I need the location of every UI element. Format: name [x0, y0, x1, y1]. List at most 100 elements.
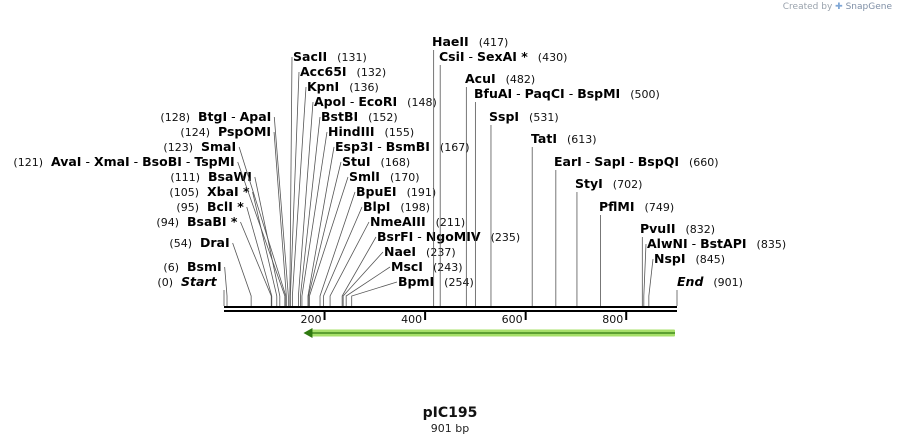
- site-stui: StuI (168): [308, 154, 410, 306]
- site-position: (123): [163, 141, 193, 154]
- site-acui: AcuI (482): [465, 71, 535, 306]
- site-position: (170): [390, 171, 420, 184]
- site-bstbi: BstBI(152): [300, 109, 398, 306]
- site-position: (832): [686, 223, 716, 236]
- site-sacii: SacII (131): [289, 49, 367, 306]
- site-label: StuI: [342, 154, 371, 169]
- site-name-separator: -: [346, 94, 358, 109]
- site-leader-line: [224, 266, 228, 306]
- site-position: (155): [385, 126, 415, 139]
- site-sspi: SspI (531): [489, 109, 559, 306]
- site-enzyme-name: BsrFI: [377, 229, 413, 244]
- site-enzyme-name: NgoMIV: [426, 229, 481, 244]
- site-btgi: BtgI - ApaI(128): [160, 109, 289, 306]
- site-enzyme-name: SacII: [293, 49, 327, 64]
- site-enzyme-name: StyI: [575, 176, 603, 191]
- site-leader-line: [345, 266, 391, 306]
- site-esp3i: Esp3I - BsmBI(167): [307, 139, 470, 306]
- site-position: (0): [157, 276, 173, 289]
- site-bsrfi: BsrFI - NgoMIV(235): [341, 229, 520, 306]
- site-position: (131): [337, 51, 367, 64]
- site-label: BlpI: [363, 199, 390, 214]
- site-enzyme-name: PflMI: [599, 199, 635, 214]
- site-position: (211): [436, 216, 466, 229]
- site-label: KpnI: [307, 79, 339, 94]
- site-enzyme-name: AlwNI: [647, 236, 688, 251]
- site-position: (702): [613, 178, 643, 191]
- site-nspi: NspI(845): [648, 251, 725, 306]
- site-enzyme-name: BlpI: [363, 199, 390, 214]
- axis-tick-label: 800: [602, 313, 623, 326]
- site-enzyme-name: PvuII: [640, 221, 676, 236]
- site-enzyme-name: PaqCI: [525, 86, 565, 101]
- site-csii: CsiI - SexAI *(430): [439, 49, 567, 306]
- snapgene-credit: Created by ✚ SnapGene: [783, 2, 892, 12]
- site-position: (105): [169, 186, 199, 199]
- site-position: (95): [176, 201, 199, 214]
- site-leader-line: [307, 146, 335, 306]
- site-label: HindIII: [328, 124, 375, 139]
- site-enzyme-name: KpnI: [307, 79, 339, 94]
- feature-arrow: [303, 328, 675, 338]
- site-bfuai: BfuAI - PaqCI - BspMI(500): [474, 86, 660, 306]
- snapgene-logo-icon: ✚: [835, 2, 843, 12]
- site-leader-line: [643, 243, 647, 306]
- site-enzyme-name: EarI: [554, 154, 582, 169]
- site-label: DraI: [200, 235, 230, 250]
- site-leader-line: [246, 206, 273, 306]
- site-label: NaeI: [384, 244, 416, 259]
- site-enzyme-name: Start: [181, 274, 218, 289]
- site-label: CsiI - SexAI *: [439, 49, 528, 64]
- site-enzyme-name: BsoBI: [142, 154, 182, 169]
- site-label: AvaI - XmaI - BsoBI - TspMI: [51, 154, 235, 169]
- site-leader-line: [301, 131, 328, 306]
- site-position: (94): [156, 216, 179, 229]
- site-enzyme-name: DraI: [200, 235, 230, 250]
- plasmid-length: 901 bp: [430, 422, 470, 435]
- site-name-separator: -: [625, 154, 637, 169]
- site-enzyme-name: BtgI: [198, 109, 227, 124]
- site-position: (613): [567, 133, 597, 146]
- site-enzyme-name: End: [677, 274, 704, 289]
- site-pflmi: PflMI(749): [599, 199, 674, 306]
- site-leader-line: [254, 176, 281, 306]
- site-leader-line: [289, 71, 300, 306]
- site-enzyme-name: NaeI: [384, 244, 416, 259]
- site-leader-line: [298, 101, 314, 306]
- site-name-separator: -: [227, 109, 239, 124]
- site-position: (132): [357, 66, 387, 79]
- site-name-separator: -: [130, 154, 142, 169]
- site-position: (531): [529, 111, 559, 124]
- site-enzyme-name: BfuAI: [474, 86, 512, 101]
- site-enzyme-name: BpmI: [398, 274, 434, 289]
- site-enzyme-name: HindIII: [328, 124, 375, 139]
- site-label: PflMI: [599, 199, 635, 214]
- site-label: SmlI: [349, 169, 380, 184]
- site-position: (168): [381, 156, 411, 169]
- site-drai: DraI(54): [169, 235, 252, 306]
- site-name-separator: -: [413, 229, 425, 244]
- site-enzyme-name: NspI: [654, 251, 686, 266]
- site-bcli: BclI *(95): [176, 199, 273, 306]
- site-apoi: ApoI - EcoRI(148): [298, 94, 437, 306]
- site-label: NspI: [654, 251, 686, 266]
- site-styi: StyI (702): [575, 176, 642, 306]
- site-enzyme-name: EcoRI: [358, 94, 397, 109]
- site-enzyme-name: HaeII: [432, 34, 469, 49]
- site-enzyme-name: CsiI: [439, 49, 465, 64]
- site-leader-line: [232, 242, 252, 306]
- site-position: (482): [506, 73, 536, 86]
- site-label: NmeAIII: [370, 214, 426, 229]
- site-leader-line: [237, 161, 286, 306]
- backbone: [224, 306, 677, 312]
- site-leader-line: [308, 161, 342, 306]
- site-enzyme-name: BpuEI: [356, 184, 397, 199]
- site-leader-line: [238, 146, 287, 306]
- site-end: End(901): [676, 274, 743, 306]
- site-smli: SmlI (170): [309, 169, 420, 306]
- site-label: AcuI: [465, 71, 496, 86]
- site-name-separator: -: [81, 154, 93, 169]
- site-label: SspI: [489, 109, 519, 124]
- site-enzyme-name: BstBI: [321, 109, 358, 124]
- credit-brand: SnapGene: [845, 2, 892, 12]
